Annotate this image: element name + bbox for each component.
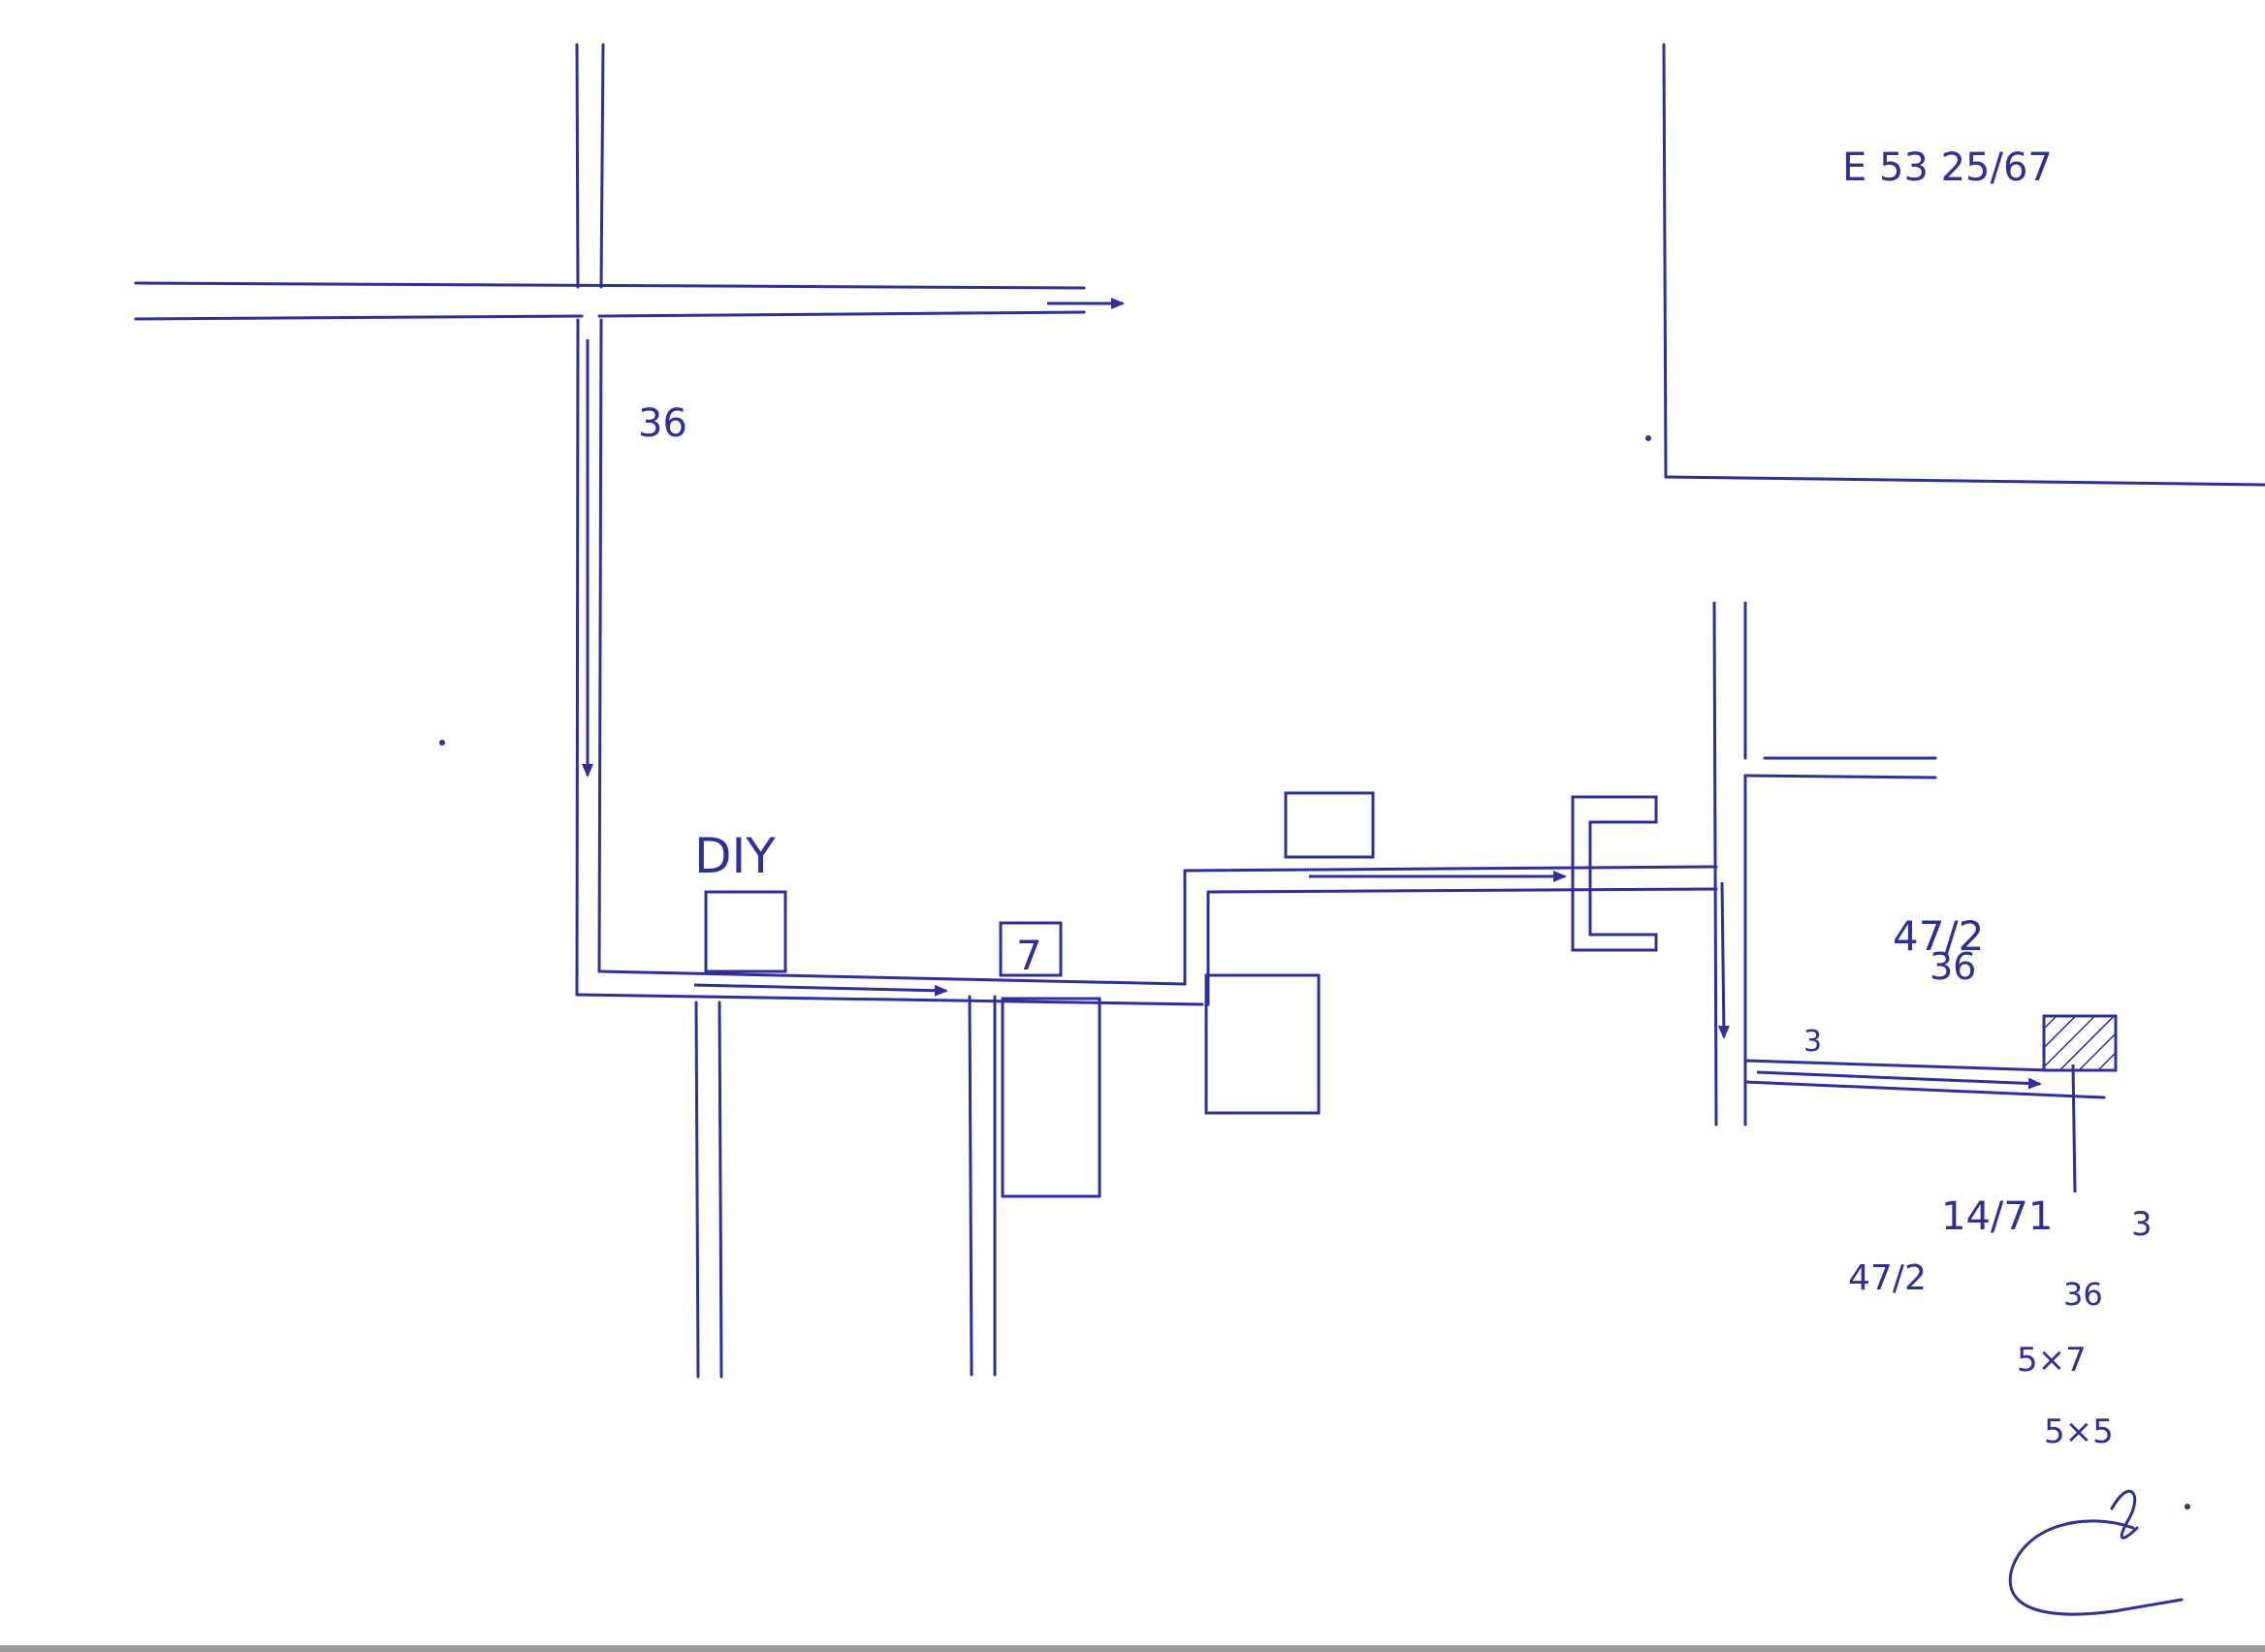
route-arrow-south-right	[1717, 881, 1730, 1039]
signature	[2008, 1489, 2184, 1616]
lower-road-branch-1-left	[694, 1001, 700, 1379]
lower-road-bottom-edge	[575, 993, 1204, 1006]
ink-dot	[1645, 435, 1651, 441]
route-arrow-east-lower	[693, 983, 948, 997]
lower-road-branch-2-left	[968, 995, 973, 1377]
main-road-top-edge	[134, 281, 1086, 290]
route-arrow-alley	[1756, 1070, 2042, 1090]
notes-line-2-number: 47/2	[1848, 1258, 1927, 1298]
label-alley-number: 3	[1803, 1025, 1822, 1059]
upper-right-road-top-edge	[1183, 865, 1718, 873]
side-road-right-edge-upper	[599, 43, 605, 289]
notes-line-2-road-number: 36	[2063, 1276, 2103, 1313]
ink-dot	[439, 740, 445, 746]
building-near-bend	[1284, 791, 1375, 859]
info-box: E 53 25/67	[1842, 145, 2053, 190]
map-labels: 36 DIY 7 47/2 36 3	[638, 401, 1984, 1059]
target-building-pointer	[2071, 1064, 2077, 1193]
label-store-mark: 7	[1016, 932, 1042, 979]
alley-bottom-edge	[1743, 1080, 2106, 1099]
info-box-line-2-number: E 53 25/67	[1842, 145, 2053, 190]
ink-dot	[2185, 1504, 2190, 1509]
right-vertical-road-left-edge	[1712, 601, 1718, 1127]
map-roads	[134, 43, 2265, 1379]
notes-line-4-size: 5×5	[2044, 1413, 2114, 1451]
notes-line-1-alley-number: 3	[2131, 1205, 2153, 1244]
label-road-right-line-2-number: 36	[1930, 945, 1976, 988]
right-branch-bottom-edge	[1743, 774, 1937, 779]
notes-line-3-size: 5×7	[2017, 1341, 2087, 1380]
notes-block: 14/71 3 47/2 36 5×7 5×5	[1848, 1194, 2153, 1451]
side-road-right-edge	[597, 318, 603, 973]
label-side-road-number: 36	[638, 401, 687, 446]
side-road-left-edge	[575, 318, 580, 997]
map-buildings	[704, 791, 2118, 1198]
building-store	[999, 921, 1063, 977]
building-diy	[704, 890, 787, 973]
building-bracket	[1571, 795, 1658, 952]
label-shop-diy: DIY	[694, 828, 776, 884]
target-building	[2042, 1014, 2118, 1072]
scanner-edge	[0, 1645, 2265, 1652]
info-box-bottom-edge	[1664, 475, 2265, 487]
info-box-left-edge	[1662, 43, 1668, 479]
lower-road-branch-1-right	[718, 1001, 723, 1379]
alley-top-edge	[1743, 1059, 2052, 1072]
upper-right-road-bottom-edge	[1206, 887, 1718, 894]
building-garage	[1001, 997, 1101, 1198]
side-road-left-edge-upper	[575, 43, 580, 289]
building-office	[1204, 973, 1321, 1115]
notes-line-1-number: 14/71	[1941, 1194, 2053, 1239]
lower-road-top-edge	[597, 969, 1187, 986]
main-road-bottom-edge-right	[597, 310, 1086, 318]
label-road-right-line-1-number: 47/2	[1893, 912, 1984, 960]
route-arrows	[582, 298, 2042, 1090]
main-road-bottom-edge	[134, 314, 584, 321]
